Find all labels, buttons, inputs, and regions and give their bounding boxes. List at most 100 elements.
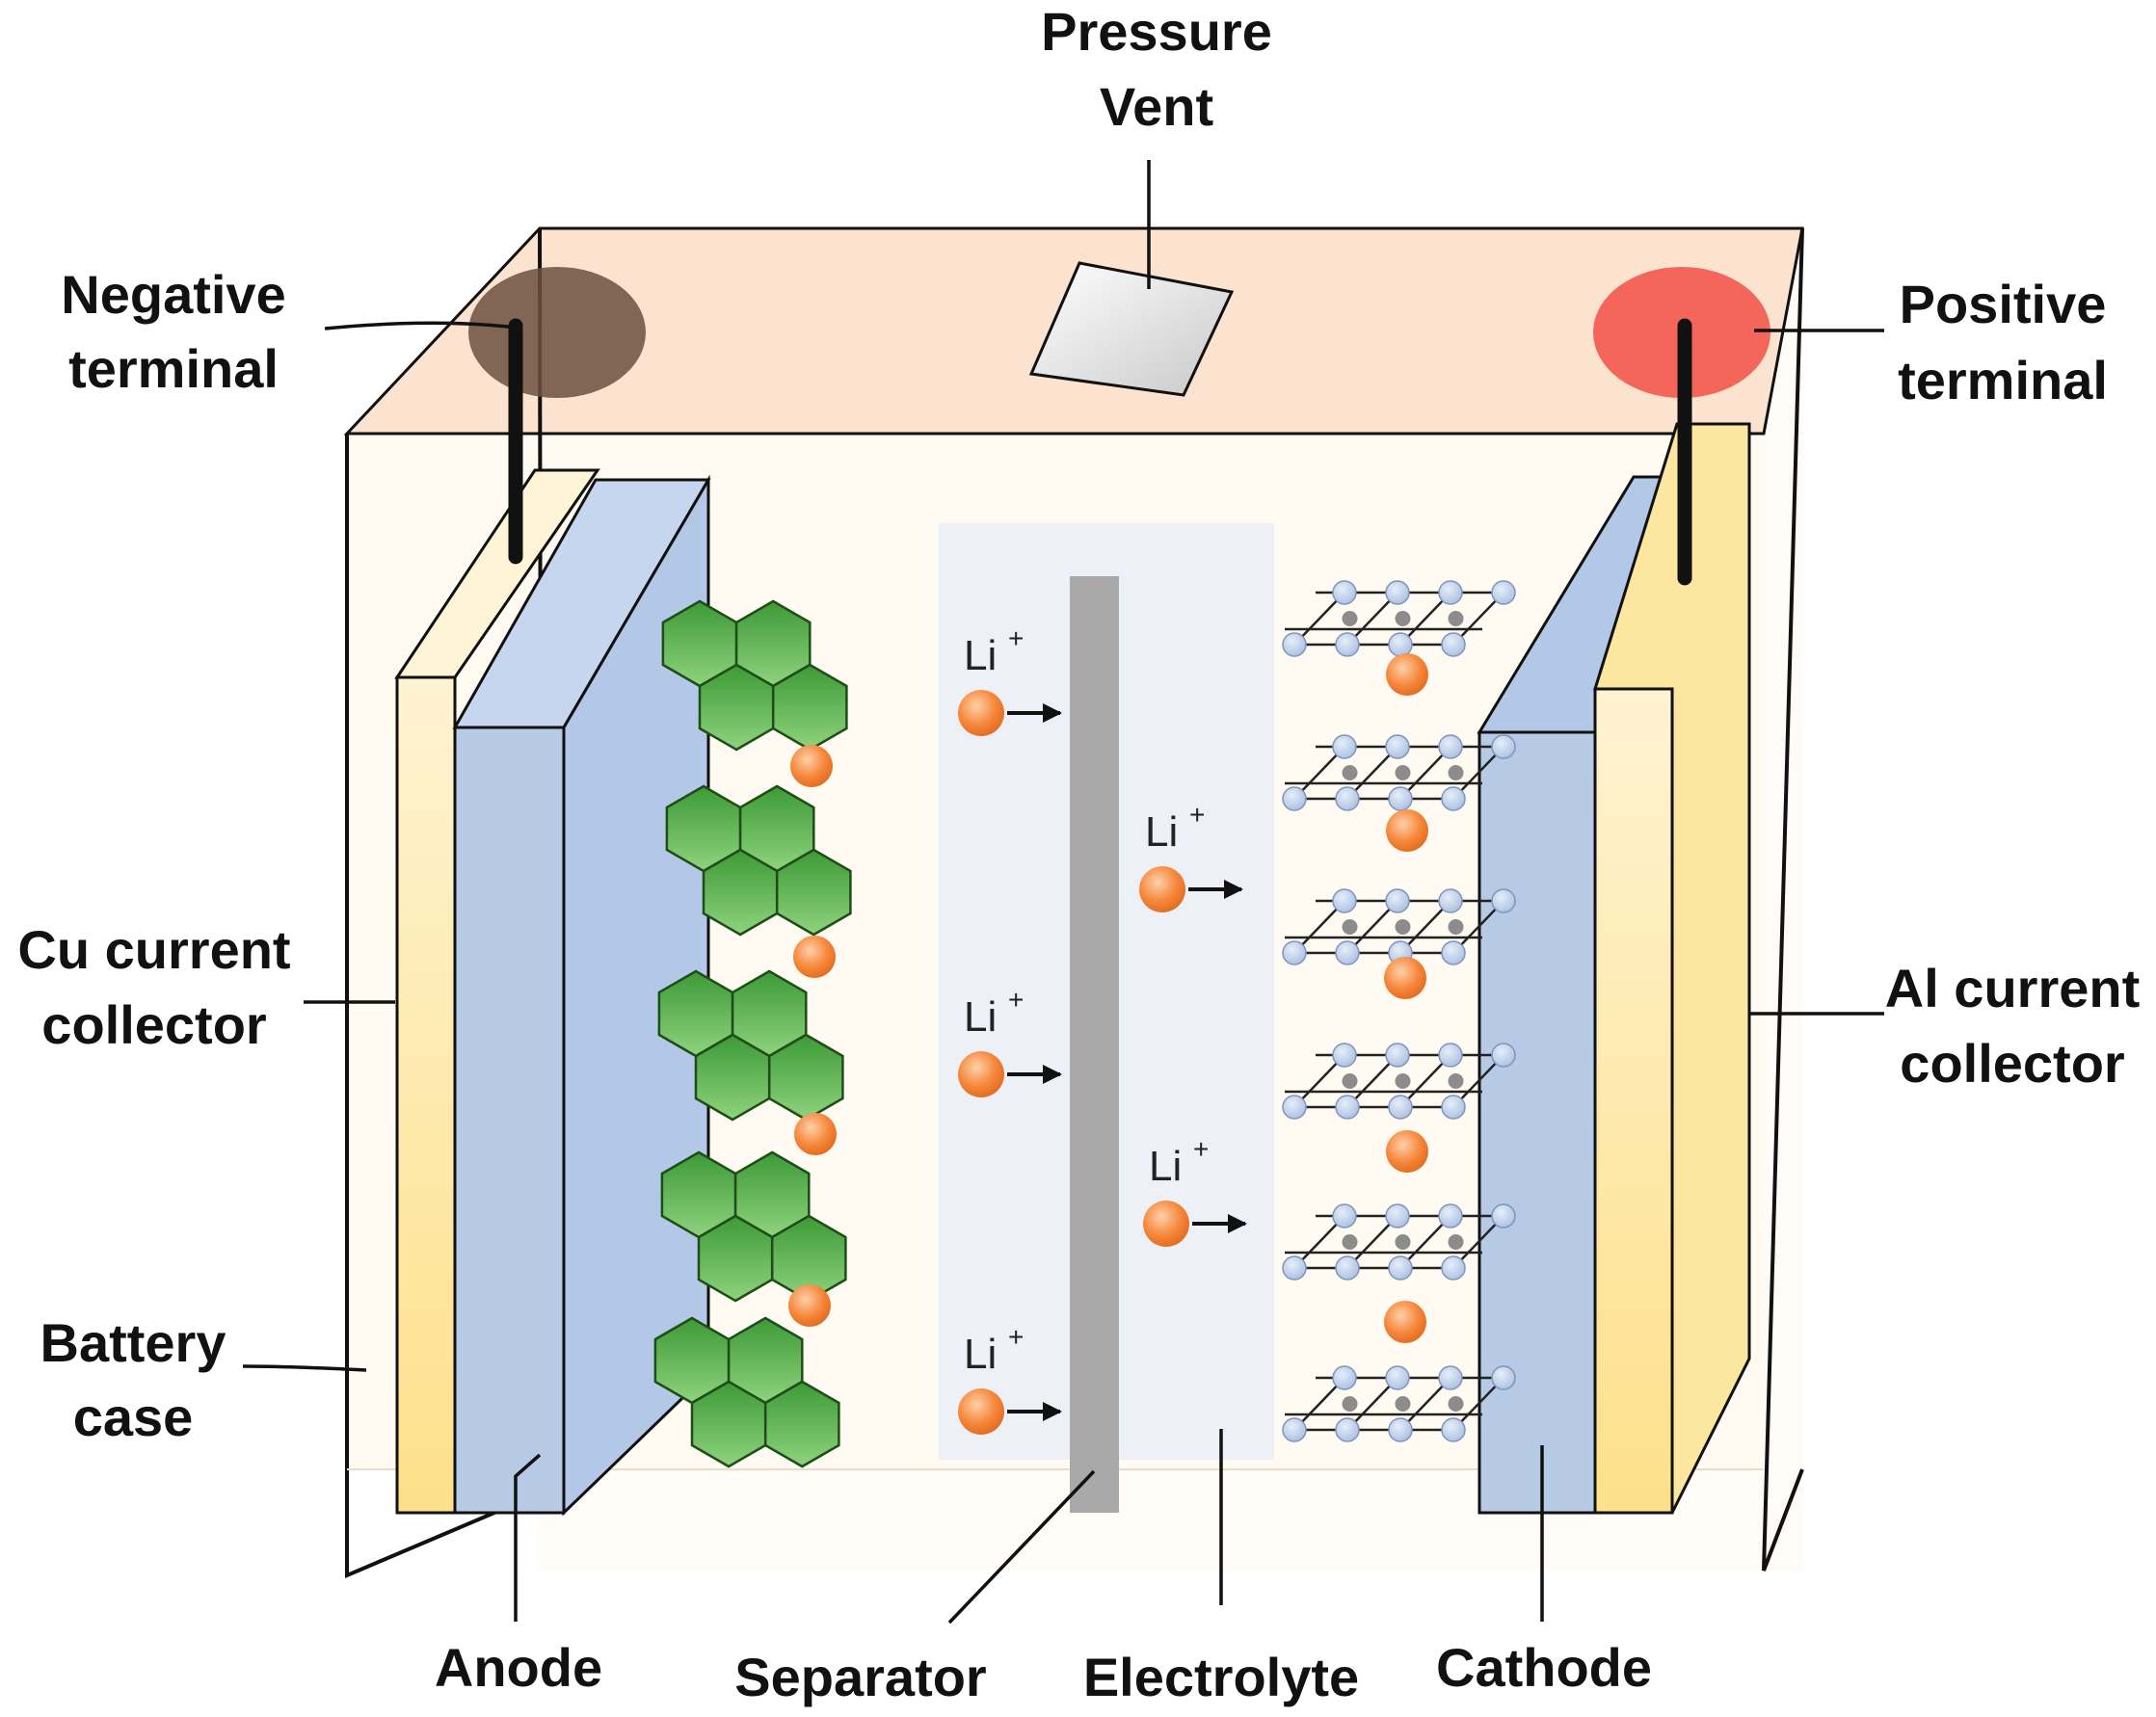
lattice-node xyxy=(1335,1255,1360,1281)
lithium-ion xyxy=(790,745,833,787)
cu-collector-label-line2: collector xyxy=(41,994,266,1055)
lattice-node xyxy=(1438,888,1463,913)
lattice-node xyxy=(1491,888,1516,913)
lattice-node xyxy=(1385,888,1410,913)
label-leader-lines xyxy=(242,160,1884,1625)
separator-label: Separator xyxy=(734,1647,986,1707)
lattice-node xyxy=(1491,1203,1516,1228)
lattice-node xyxy=(1332,734,1357,759)
positive-terminal-label-line2: terminal xyxy=(1898,350,2108,410)
anode-label: Anode xyxy=(435,1637,602,1698)
al-collector-front xyxy=(1593,687,1674,1515)
pressure-vent-label-line2: Vent xyxy=(1100,76,1213,137)
cu-current-collector xyxy=(394,468,600,1515)
lithium-ion xyxy=(1384,1301,1426,1343)
lattice-node xyxy=(1335,632,1360,657)
lattice-metal-atom xyxy=(1395,1396,1411,1412)
lattice-metal-atom xyxy=(1342,1234,1358,1250)
cathode-lattice-layer xyxy=(1282,888,1516,965)
lattice-node xyxy=(1441,1095,1466,1120)
lattice-node xyxy=(1332,1043,1357,1068)
negative-terminal xyxy=(468,267,646,565)
lattice-node xyxy=(1332,1365,1357,1390)
separator-leader xyxy=(947,1469,1096,1625)
graphite-hexagon xyxy=(763,1380,840,1468)
graphite-cluster xyxy=(660,1150,847,1303)
ion-charge: + xyxy=(1193,1134,1209,1164)
cu-collector-label-line1: Cu current xyxy=(17,919,290,980)
anode-leader xyxy=(514,1453,542,1622)
lattice-metal-atom xyxy=(1342,765,1358,780)
ion-label: Li xyxy=(964,1331,997,1378)
lattice-node xyxy=(1282,632,1307,657)
lattice-metal-atom xyxy=(1448,1073,1464,1089)
lattice-node xyxy=(1335,786,1360,811)
lattice-node xyxy=(1438,1365,1463,1390)
lattice-node xyxy=(1441,1255,1466,1281)
lattice-metal-atom xyxy=(1448,1234,1464,1250)
graphite-cluster xyxy=(653,1316,840,1468)
lattice-metal-atom xyxy=(1395,611,1411,626)
cathode-label: Cathode xyxy=(1436,1637,1652,1698)
ion-charge: + xyxy=(1008,623,1024,653)
cathode-lattice-layer xyxy=(1282,1203,1516,1281)
lithium-ion xyxy=(794,1113,837,1155)
migrating-lithium-ion: Li + xyxy=(1143,1134,1247,1247)
lattice-node xyxy=(1335,1095,1360,1120)
cu-collector-front xyxy=(395,675,457,1515)
lithium-ion xyxy=(958,1051,1004,1097)
battery-case-label-line1: Battery xyxy=(40,1312,226,1373)
negative-terminal-label-line1: Negative xyxy=(61,264,285,325)
lithium-ion xyxy=(1386,653,1428,696)
lattice-node xyxy=(1441,786,1466,811)
lattice-node xyxy=(1332,888,1357,913)
graphite-cluster xyxy=(665,784,852,937)
ion-label: Li xyxy=(1149,1143,1182,1190)
lithium-ion xyxy=(793,936,836,978)
cathode-lattice-layer xyxy=(1282,1043,1516,1120)
cathode-front xyxy=(1477,730,1597,1515)
lattice-node xyxy=(1491,1043,1516,1068)
battery-case-leader xyxy=(242,1364,367,1372)
positive-terminal xyxy=(1593,267,1770,586)
lattice-node xyxy=(1441,632,1466,657)
lattice-node xyxy=(1491,734,1516,759)
graphite-hexagon xyxy=(775,848,852,937)
lattice-node xyxy=(1438,580,1463,605)
migrating-lithium-ion: Li+ xyxy=(958,985,1062,1097)
lattice-metal-atom xyxy=(1395,1234,1411,1250)
lattice-node xyxy=(1491,580,1516,605)
ion-charge: + xyxy=(1189,800,1205,830)
al-current-collector xyxy=(1592,422,1751,1515)
battery-case-left-edge xyxy=(345,434,541,1579)
lattice-node xyxy=(1385,1203,1410,1228)
ion-label: Li xyxy=(964,632,997,679)
positive-terminal-label-line1: Positive xyxy=(1900,274,2107,334)
al-collector-label-line2: collector xyxy=(1900,1033,2124,1094)
lattice-node xyxy=(1438,1043,1463,1068)
lattice-node xyxy=(1388,1417,1413,1442)
graphite-cluster xyxy=(661,599,848,752)
lattice-node xyxy=(1332,580,1357,605)
negative-terminal-label-line2: terminal xyxy=(68,338,279,399)
lithium-ions: Li+Li+Li+Li+Li+ xyxy=(788,623,1428,1435)
graphite-layers xyxy=(653,599,852,1468)
cathode-lattice-layer xyxy=(1282,580,1516,657)
lithium-ion xyxy=(958,1388,1004,1435)
lattice-metal-atom xyxy=(1342,1073,1358,1089)
lattice-node xyxy=(1491,1365,1516,1390)
lattice-node xyxy=(1385,1043,1410,1068)
graphite-cluster xyxy=(657,969,844,1122)
lattice-node xyxy=(1282,786,1307,811)
migrating-lithium-ion: Li+ xyxy=(958,1322,1062,1435)
lithium-ion xyxy=(788,1284,831,1327)
lattice-node xyxy=(1385,580,1410,605)
lattice-metal-atom xyxy=(1395,919,1411,935)
lattice-node xyxy=(1388,632,1413,657)
lattice-node xyxy=(1388,1095,1413,1120)
electrolyte-label: Electrolyte xyxy=(1083,1647,1359,1707)
lattice-metal-atom xyxy=(1395,1073,1411,1089)
lattice-node xyxy=(1282,1255,1307,1281)
cathode-lattice-layers xyxy=(1282,580,1516,1442)
anode xyxy=(452,474,711,1517)
